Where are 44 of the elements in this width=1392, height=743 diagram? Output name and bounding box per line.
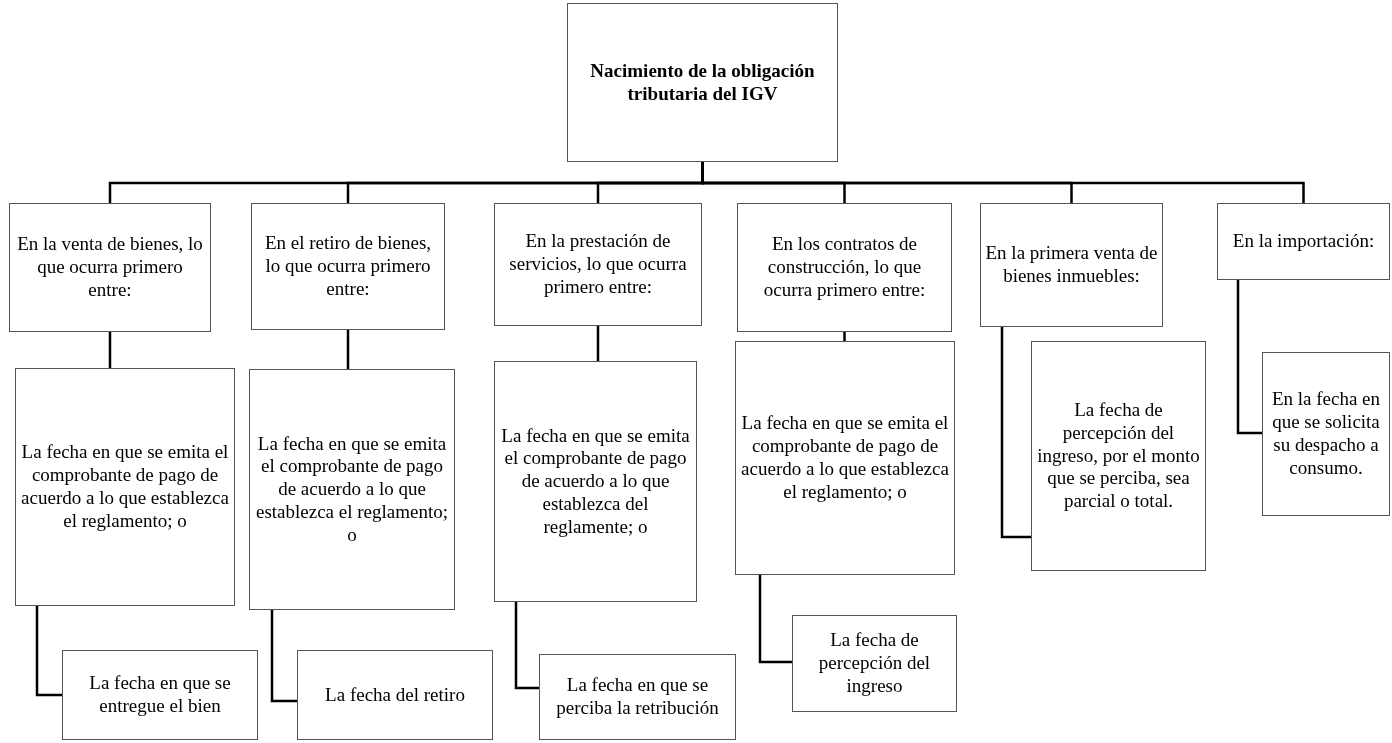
connector-line — [514, 602, 539, 690]
connector-line — [270, 610, 297, 703]
connector-line — [108, 332, 112, 368]
connector-line — [843, 332, 846, 341]
box-text: La fecha en que se emita el comprobante de pago de acuerdo a lo que establezca el reglamento; o — [255, 432, 449, 547]
connector-line — [596, 326, 600, 361]
box-text: La fecha en que se emita el comprobante de pago de acuerdo a lo que establezca el reglamento; o — [740, 412, 950, 504]
text-box — [251, 203, 445, 330]
text-box — [494, 203, 702, 326]
title-text: Nacimiento de la obligación tributaria del IGV — [589, 59, 816, 106]
box-text: La fecha en que se entregue el bien — [88, 672, 232, 718]
text-box — [1031, 341, 1206, 571]
text-box — [980, 203, 1163, 327]
text-box — [297, 650, 493, 740]
box-text: La fecha de percepción del ingreso — [817, 629, 932, 698]
connector-line — [35, 606, 62, 697]
connector-line — [346, 330, 350, 369]
text-box — [62, 650, 258, 740]
box-text: La fecha en que se perciba la retribución — [555, 674, 720, 720]
connector-line — [1000, 327, 1031, 539]
box-text: En los contratos de construcción, lo que ocurra primero entre: — [762, 233, 927, 302]
connector-line — [1236, 280, 1262, 435]
text-box — [1217, 203, 1390, 280]
box-text: En la fecha en que se solicita su despacho a consumo. — [1270, 388, 1382, 480]
text-box — [792, 615, 957, 712]
text-box — [539, 654, 736, 740]
text-box — [737, 203, 952, 332]
box-text: En la venta de bienes, lo que ocurra primero entre: — [16, 233, 204, 302]
box-text: La fecha en que se emita el comprobante de pago de acuerdo a lo que establezca del reglamente; o — [500, 424, 691, 539]
text-box — [9, 203, 211, 332]
text-box — [249, 369, 455, 610]
box-text: En la prestación de servicios, lo que ocurra primero entre: — [508, 230, 688, 299]
text-box — [494, 361, 697, 602]
box-text: La fecha del retiro — [325, 683, 465, 707]
box-text: En la importación: — [1232, 230, 1375, 253]
text-box — [1262, 352, 1390, 516]
text-box — [15, 368, 235, 606]
box-text: En la primera venta de bienes inmuebles: — [985, 242, 1158, 288]
text-box — [735, 341, 955, 575]
box-text: En el retiro de bienes, lo que ocurra primero entre: — [263, 232, 433, 301]
connector-line — [758, 575, 792, 664]
box-text: La fecha de percepción del ingreso, por el monto que se perciba, sea parcial o total. — [1036, 399, 1201, 513]
root-box — [567, 3, 838, 162]
box-text: La fecha en que se emita el comprobante de pago de acuerdo a lo que establezca el reglamento; o — [20, 441, 230, 533]
